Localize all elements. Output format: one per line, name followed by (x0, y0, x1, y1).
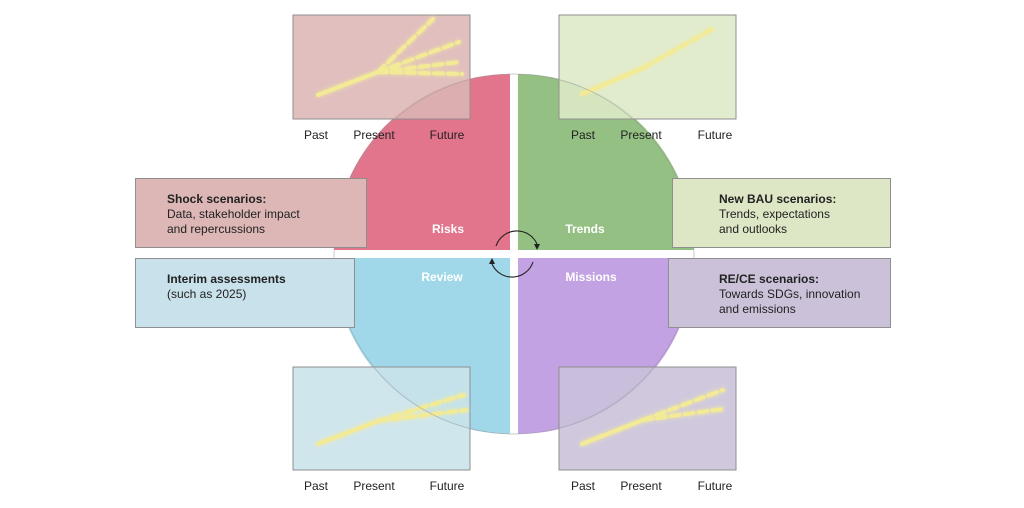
timeline-label-past: Past (303, 128, 328, 142)
risks-future-path (376, 70, 464, 76)
cycle-arrow-icon (489, 230, 540, 278)
shock-scenarios-line: Data, stakeholder impact (167, 207, 300, 221)
re-ce-scenarios-box: RE/CE scenarios: Towards SDGs, innovatio… (668, 258, 891, 328)
trends-past-line (580, 66, 645, 96)
shock-scenarios-box: Shock scenarios: Data, stakeholder impac… (135, 178, 367, 248)
review-future-path (376, 408, 468, 423)
timeline-label-past: Past (303, 479, 328, 493)
missions-label: Missions (565, 270, 617, 284)
risks-future-path (376, 40, 461, 74)
trends-timeline-panel (558, 14, 737, 120)
timeline-label-present: Present (353, 128, 395, 142)
review-label: Review (421, 270, 463, 284)
risks-future-path (376, 60, 462, 74)
trends-future-path (641, 25, 718, 70)
timeline-label-past: Past (570, 479, 595, 493)
shock-scenarios-title: Shock scenarios: (167, 192, 267, 206)
interim-assessments-title: Interim assessments (167, 272, 286, 286)
re-ce-scenarios-line: and emissions (719, 302, 796, 316)
trends-label: Trends (565, 222, 605, 236)
timeline-label-future: Future (429, 128, 465, 142)
risks-future-path (376, 17, 435, 74)
timeline-label-present: Present (620, 479, 662, 493)
new-bau-scenarios-line: and outlooks (719, 222, 788, 236)
risks-timeline-panel (292, 14, 471, 120)
risks-label: Risks (431, 222, 465, 236)
timeline-label-past: Past (570, 128, 595, 142)
review-timeline-panel (292, 366, 471, 471)
new-bau-scenarios-line: Trends, expectations (719, 207, 830, 221)
timeline-label-future: Future (429, 479, 465, 493)
risks-past-line (316, 70, 380, 97)
timeline-label-present: Present (353, 479, 395, 493)
interim-assessments-box: Interim assessments (such as 2025) (135, 258, 355, 328)
re-ce-scenarios-line: Towards SDGs, innovation (719, 287, 861, 301)
timeline-label-future: Future (697, 128, 733, 142)
new-bau-scenarios-box: New BAU scenarios: Trends, expectations … (672, 178, 891, 248)
missions-future-path (641, 407, 725, 422)
interim-assessments-line: (such as 2025) (167, 287, 247, 301)
missions-past-line (580, 418, 645, 446)
missions-future-path (641, 388, 725, 422)
shock-scenarios-line: and repercussions (167, 222, 266, 236)
missions-timeline-panel (558, 366, 737, 471)
timeline-label-present: Present (620, 128, 662, 142)
re-ce-scenarios-title: RE/CE scenarios: (719, 272, 820, 286)
timeline-label-future: Future (697, 479, 733, 493)
review-past-line (316, 419, 380, 446)
cycle-outline (333, 73, 695, 435)
new-bau-scenarios-title: New BAU scenarios: (719, 192, 837, 206)
